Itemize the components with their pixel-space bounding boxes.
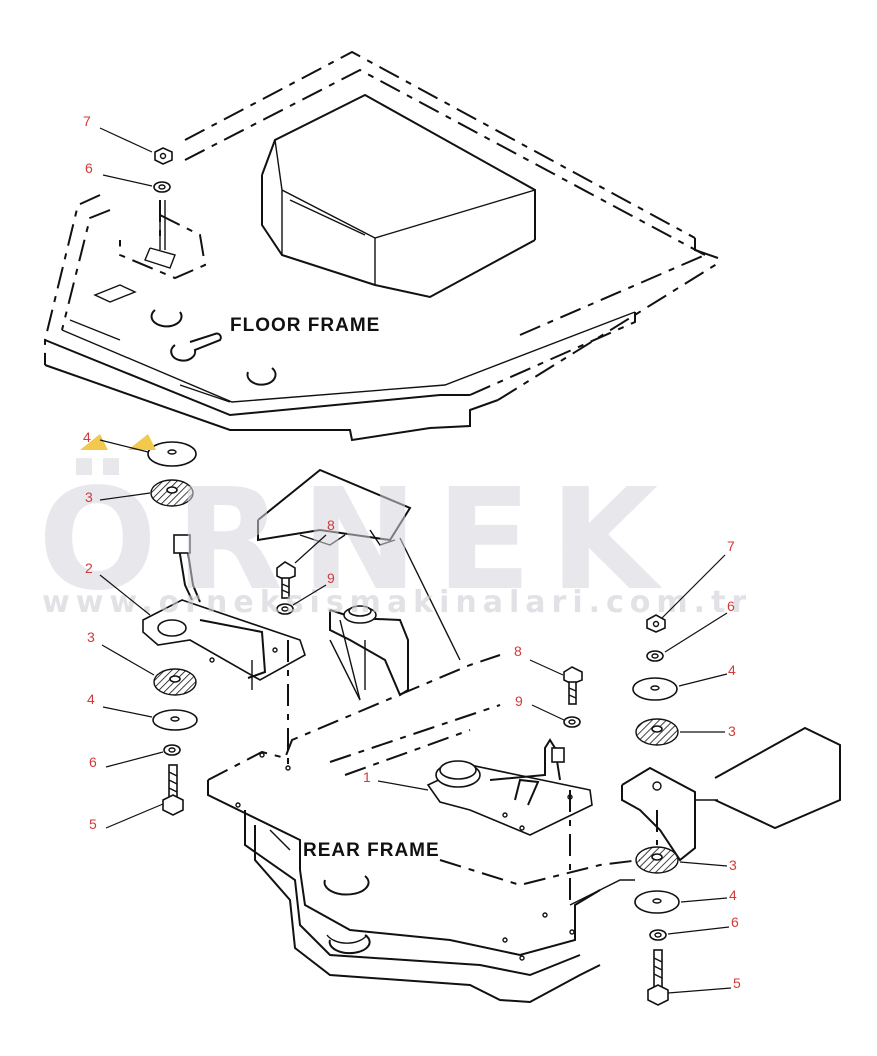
right-step-bracket bbox=[621, 726, 841, 862]
part-8-bolt-right bbox=[563, 666, 583, 705]
floor-frame-holes bbox=[93, 284, 277, 386]
part-5-bolt-left bbox=[162, 764, 184, 816]
callout-3-right-bottom: 3 bbox=[729, 857, 737, 873]
callout-5-left: 5 bbox=[89, 816, 97, 832]
callout-6-left: 6 bbox=[89, 754, 97, 770]
callout-8-right: 8 bbox=[514, 643, 522, 659]
callout-3-right-top: 3 bbox=[728, 723, 736, 739]
part-4-plate-left-top bbox=[147, 441, 197, 467]
part-9-washer-right bbox=[563, 716, 581, 728]
callout-6-floor-washer: 6 bbox=[85, 160, 93, 176]
part-6-washer-top bbox=[153, 181, 171, 193]
part-4-plate-right-top bbox=[632, 677, 678, 701]
part-4-plate-left-bottom bbox=[152, 709, 198, 731]
callout-9-right: 9 bbox=[515, 693, 523, 709]
callout-1-right-bracket: 1 bbox=[363, 769, 371, 785]
callout-4-left-top: 4 bbox=[83, 429, 91, 445]
part-6-washer-right-bottom bbox=[649, 929, 667, 941]
part-3-rubber-right-bottom bbox=[635, 846, 679, 874]
mount-bracket-right bbox=[426, 738, 593, 836]
part-8-bolt-center bbox=[276, 561, 296, 599]
callout-8-center: 8 bbox=[327, 517, 335, 533]
callout-4-left-bottom: 4 bbox=[87, 691, 95, 707]
part-9-washer-center bbox=[276, 603, 294, 615]
part-6-washer-left bbox=[163, 744, 181, 756]
callout-6-right-bottom: 6 bbox=[731, 914, 739, 930]
part-6-washer-right-top bbox=[646, 650, 664, 662]
watermark-url: www.orneksismakinalari.com.tr bbox=[42, 585, 752, 620]
watermark: ÖRNEK www.orneksismakinalari.com.tr bbox=[38, 434, 752, 622]
callout-leaders bbox=[99, 127, 732, 994]
rear-support-column bbox=[257, 468, 461, 701]
part-7-nut-right bbox=[646, 614, 666, 633]
part-3-rubber-right-top bbox=[635, 718, 679, 746]
part-5-bolt-right bbox=[647, 949, 669, 1006]
callout-7-floor-nut: 7 bbox=[83, 113, 91, 129]
part-7-nut-top bbox=[154, 147, 173, 165]
mount-bracket-left bbox=[142, 534, 306, 690]
floor-frame-plate bbox=[44, 50, 721, 442]
rear-frame-label: REAR FRAME bbox=[303, 840, 440, 861]
callout-3-left-top: 3 bbox=[85, 489, 93, 505]
floor-mount-bracket bbox=[119, 200, 207, 280]
callout-6-right-top: 6 bbox=[727, 598, 735, 614]
seat-base-box bbox=[261, 93, 536, 299]
watermark-accent-mark bbox=[80, 434, 108, 450]
part-4-plate-right-bottom bbox=[634, 890, 680, 914]
assembly-centerlines bbox=[159, 200, 658, 905]
part-3-rubber-left-top bbox=[150, 479, 194, 507]
callout-4-right-top: 4 bbox=[728, 662, 736, 678]
callout-numbers: 7 6 4 3 2 8 9 3 4 6 5 7 6 4 3 8 9 1 3 4 … bbox=[83, 113, 741, 991]
callout-7-right: 7 bbox=[727, 538, 735, 554]
watermark-accent-mark-2 bbox=[128, 434, 156, 450]
watermark-brand: ÖRNEK bbox=[38, 457, 676, 622]
callout-5-right: 5 bbox=[733, 975, 741, 991]
callout-4-right-bottom: 4 bbox=[729, 887, 737, 903]
callout-2-left-bracket: 2 bbox=[85, 560, 93, 576]
rear-frame-plate bbox=[207, 654, 641, 1004]
callout-9-center: 9 bbox=[327, 570, 335, 586]
floor-frame-label: FLOOR FRAME bbox=[230, 315, 380, 336]
part-3-rubber-left-bottom bbox=[153, 668, 197, 696]
callout-3-left-bottom: 3 bbox=[87, 629, 95, 645]
